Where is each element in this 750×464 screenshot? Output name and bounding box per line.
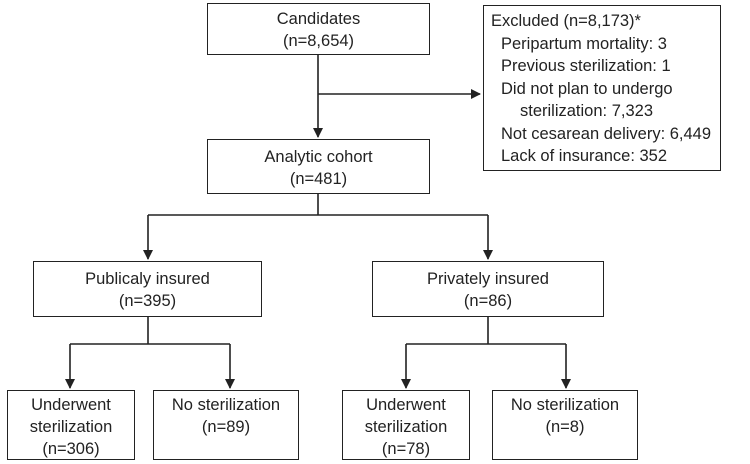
public-no-sterilization-label: No sterilization xyxy=(171,396,281,414)
private-sterilization-line1: Underwent xyxy=(366,396,446,414)
publicly-insured-box: Publicaly insured (n=395) xyxy=(33,261,262,317)
private-sterilization-box: Underwent sterilization (n=78) xyxy=(342,390,470,460)
public-count: (n=395) xyxy=(118,292,177,310)
candidates-count: (n=8,654) xyxy=(282,32,355,50)
private-no-sterilization-label: No sterilization xyxy=(510,396,620,414)
public-sterilization-line2: sterilization xyxy=(29,418,113,436)
privately-insured-box: Privately insured (n=86) xyxy=(372,261,604,317)
excluded-item: Lack of insurance: 352 xyxy=(501,147,668,165)
excluded-item: Previous sterilization: 1 xyxy=(501,57,671,75)
cohort-count: (n=481) xyxy=(289,170,348,188)
excluded-title: Excluded (n=8,173)* xyxy=(491,12,641,30)
excluded-box: Excluded (n=8,173)* Peripartum mortality… xyxy=(483,5,721,171)
public-sterilization-line1: Underwent xyxy=(31,396,111,414)
private-sterilization-count: (n=78) xyxy=(381,440,431,458)
excluded-item: Did not plan to undergo xyxy=(501,79,673,98)
public-no-sterilization-box: No sterilization (n=89) xyxy=(153,390,299,460)
cohort-label: Analytic cohort xyxy=(264,148,373,166)
excluded-item: Not cesarean delivery: 6,449 xyxy=(501,124,712,143)
candidates-box: Candidates (n=8,654) xyxy=(207,3,430,55)
public-sterilization-box: Underwent sterilization (n=306) xyxy=(7,390,135,460)
excluded-item: Peripartum mortality: 3 xyxy=(501,34,667,53)
private-sterilization-line2: sterilization xyxy=(364,418,448,436)
private-no-sterilization-box: No sterilization (n=8) xyxy=(492,390,638,460)
private-no-sterilization-count: (n=8) xyxy=(545,418,585,436)
candidates-label: Candidates xyxy=(276,10,361,28)
analytic-cohort-box: Analytic cohort (n=481) xyxy=(207,139,430,194)
public-label: Publicaly insured xyxy=(85,270,210,288)
public-no-sterilization-count: (n=89) xyxy=(201,418,251,436)
excluded-item: sterilization: 7,323 xyxy=(520,102,653,120)
public-sterilization-count: (n=306) xyxy=(42,440,100,458)
private-label: Privately insured xyxy=(427,270,549,288)
private-count: (n=86) xyxy=(463,292,513,310)
